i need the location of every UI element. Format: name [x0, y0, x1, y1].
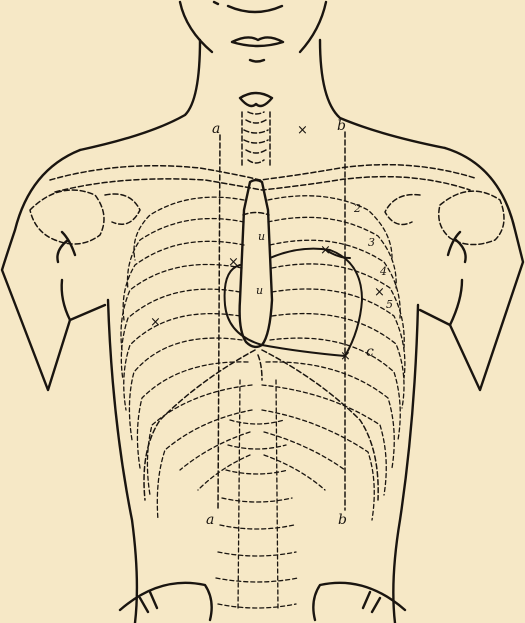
- cross-mark-left: ×: [228, 255, 239, 270]
- label-a-top: a: [212, 121, 220, 137]
- cross-mark-right: ×: [374, 285, 385, 300]
- label-intercostal-3: 3: [368, 236, 375, 249]
- label-intercostal-4: 4: [379, 265, 387, 278]
- pelvis: [120, 583, 405, 620]
- label-intercostal-2: 2: [353, 202, 361, 215]
- face-outline: [180, 2, 326, 62]
- cross-mark-far-left: ×: [150, 315, 161, 330]
- sternum-mark-upper: u: [258, 230, 265, 243]
- label-a-bottom: a: [206, 512, 214, 528]
- label-intercostal-5: 5: [386, 298, 393, 311]
- cross-mark-heart-top: ×: [320, 243, 331, 258]
- cross-mark-apex: ×: [340, 349, 351, 364]
- sternum: [240, 180, 272, 380]
- cross-mark-top: ×: [297, 123, 308, 138]
- reference-lines: [218, 132, 345, 510]
- label-c: c: [366, 344, 374, 360]
- label-b-bottom: b: [338, 512, 347, 528]
- sternum-mark-lower: u: [256, 284, 263, 297]
- label-b-top: b: [337, 118, 346, 134]
- trachea: [240, 93, 272, 165]
